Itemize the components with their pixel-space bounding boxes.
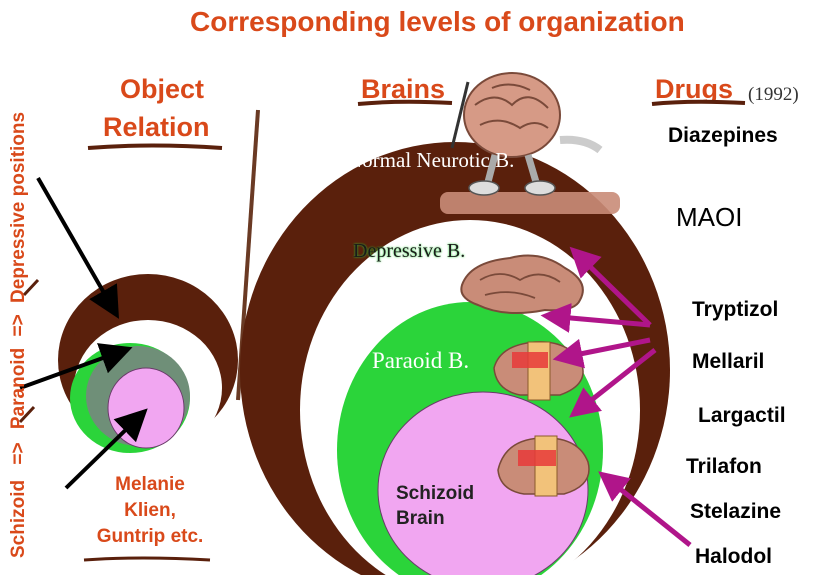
schizoid-brain-label: Schizoid Brain <box>396 481 474 531</box>
author-line-1: Melanie <box>84 472 216 498</box>
schizoid-label: Schizoid <box>8 480 29 558</box>
drug-stelazine: Stelazine <box>690 500 781 524</box>
schizoid-arrow-label: => <box>8 442 29 464</box>
paranoid-brain-label: Paraoid B. <box>372 348 469 374</box>
authors-block: Melanie Klien, Guntrip etc. <box>84 472 216 550</box>
normal-neurotic-label: Normal Neurotic B. <box>347 148 514 173</box>
arrow-depressive <box>38 178 115 312</box>
schizoid-brain-line2: Brain <box>396 506 474 531</box>
relation-underline <box>88 146 222 149</box>
depressive-label: Depressive positions <box>8 112 29 303</box>
drug-halodol: Halodol <box>695 545 772 569</box>
authors-underline <box>84 558 210 560</box>
drug-mellaril: Mellaril <box>692 350 764 374</box>
drug-trilafon: Trilafon <box>686 455 762 479</box>
author-line-3: Guntrip etc. <box>84 524 216 550</box>
author-line-2: Klien, <box>84 498 216 524</box>
depressive-brain-label: Depressive B. <box>353 240 465 263</box>
paranoid-arrow-label: => <box>8 314 29 336</box>
drug-tryptizol: Tryptizol <box>692 298 778 322</box>
brains-underline <box>358 102 452 104</box>
paranoid-label: Paranoid <box>8 348 29 429</box>
drug-diazepines: Diazepines <box>668 124 778 148</box>
schizoid-brain-line1: Schizoid <box>396 481 474 506</box>
drugs-underline <box>652 102 745 104</box>
vertical-position-labels: Schizoid => Paranoid => Depressive posit… <box>8 112 30 558</box>
drug-largactil: Largactil <box>698 404 786 428</box>
drug-maoi: MAOI <box>676 202 742 233</box>
